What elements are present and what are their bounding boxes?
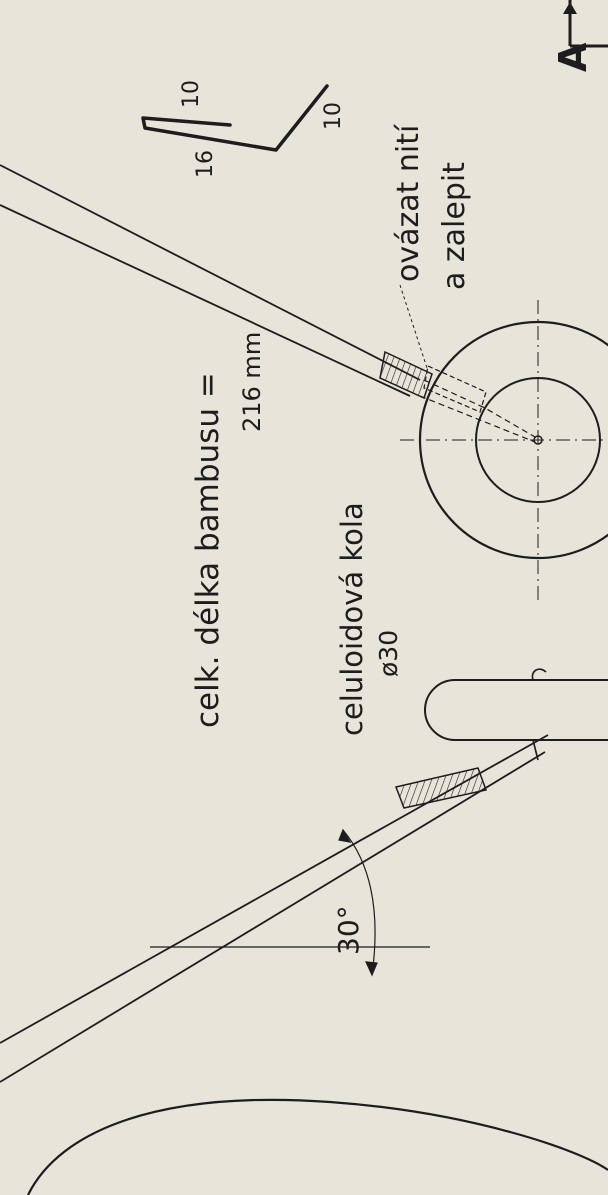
tie-label-line1: ovázat nití <box>391 123 426 282</box>
wire-bend-detail <box>141 84 329 152</box>
lower-binding <box>394 767 487 809</box>
angle-label: 30° <box>332 905 365 955</box>
dim-label-left: 16 <box>193 150 218 178</box>
wheel-label-line1: celuloidová kola <box>335 502 369 736</box>
wheel-label-line2: ø30 <box>374 630 403 677</box>
section-arrow <box>563 0 608 48</box>
angle-dimension <box>150 828 430 977</box>
length-label-line2: 216 mm <box>238 332 266 432</box>
tie-label-line2: a zalepit <box>437 162 472 290</box>
bottom-curve <box>27 1098 608 1195</box>
dim-label-right: 10 <box>321 102 346 130</box>
upper-strut <box>0 164 421 397</box>
tie-leader <box>399 284 428 369</box>
lower-wheel-side <box>424 668 608 761</box>
dim-label-top: 10 <box>179 80 204 108</box>
section-label: A <box>551 42 595 72</box>
wheel <box>400 300 608 600</box>
length-label-line1: celk. délka bambusu = <box>190 372 226 728</box>
